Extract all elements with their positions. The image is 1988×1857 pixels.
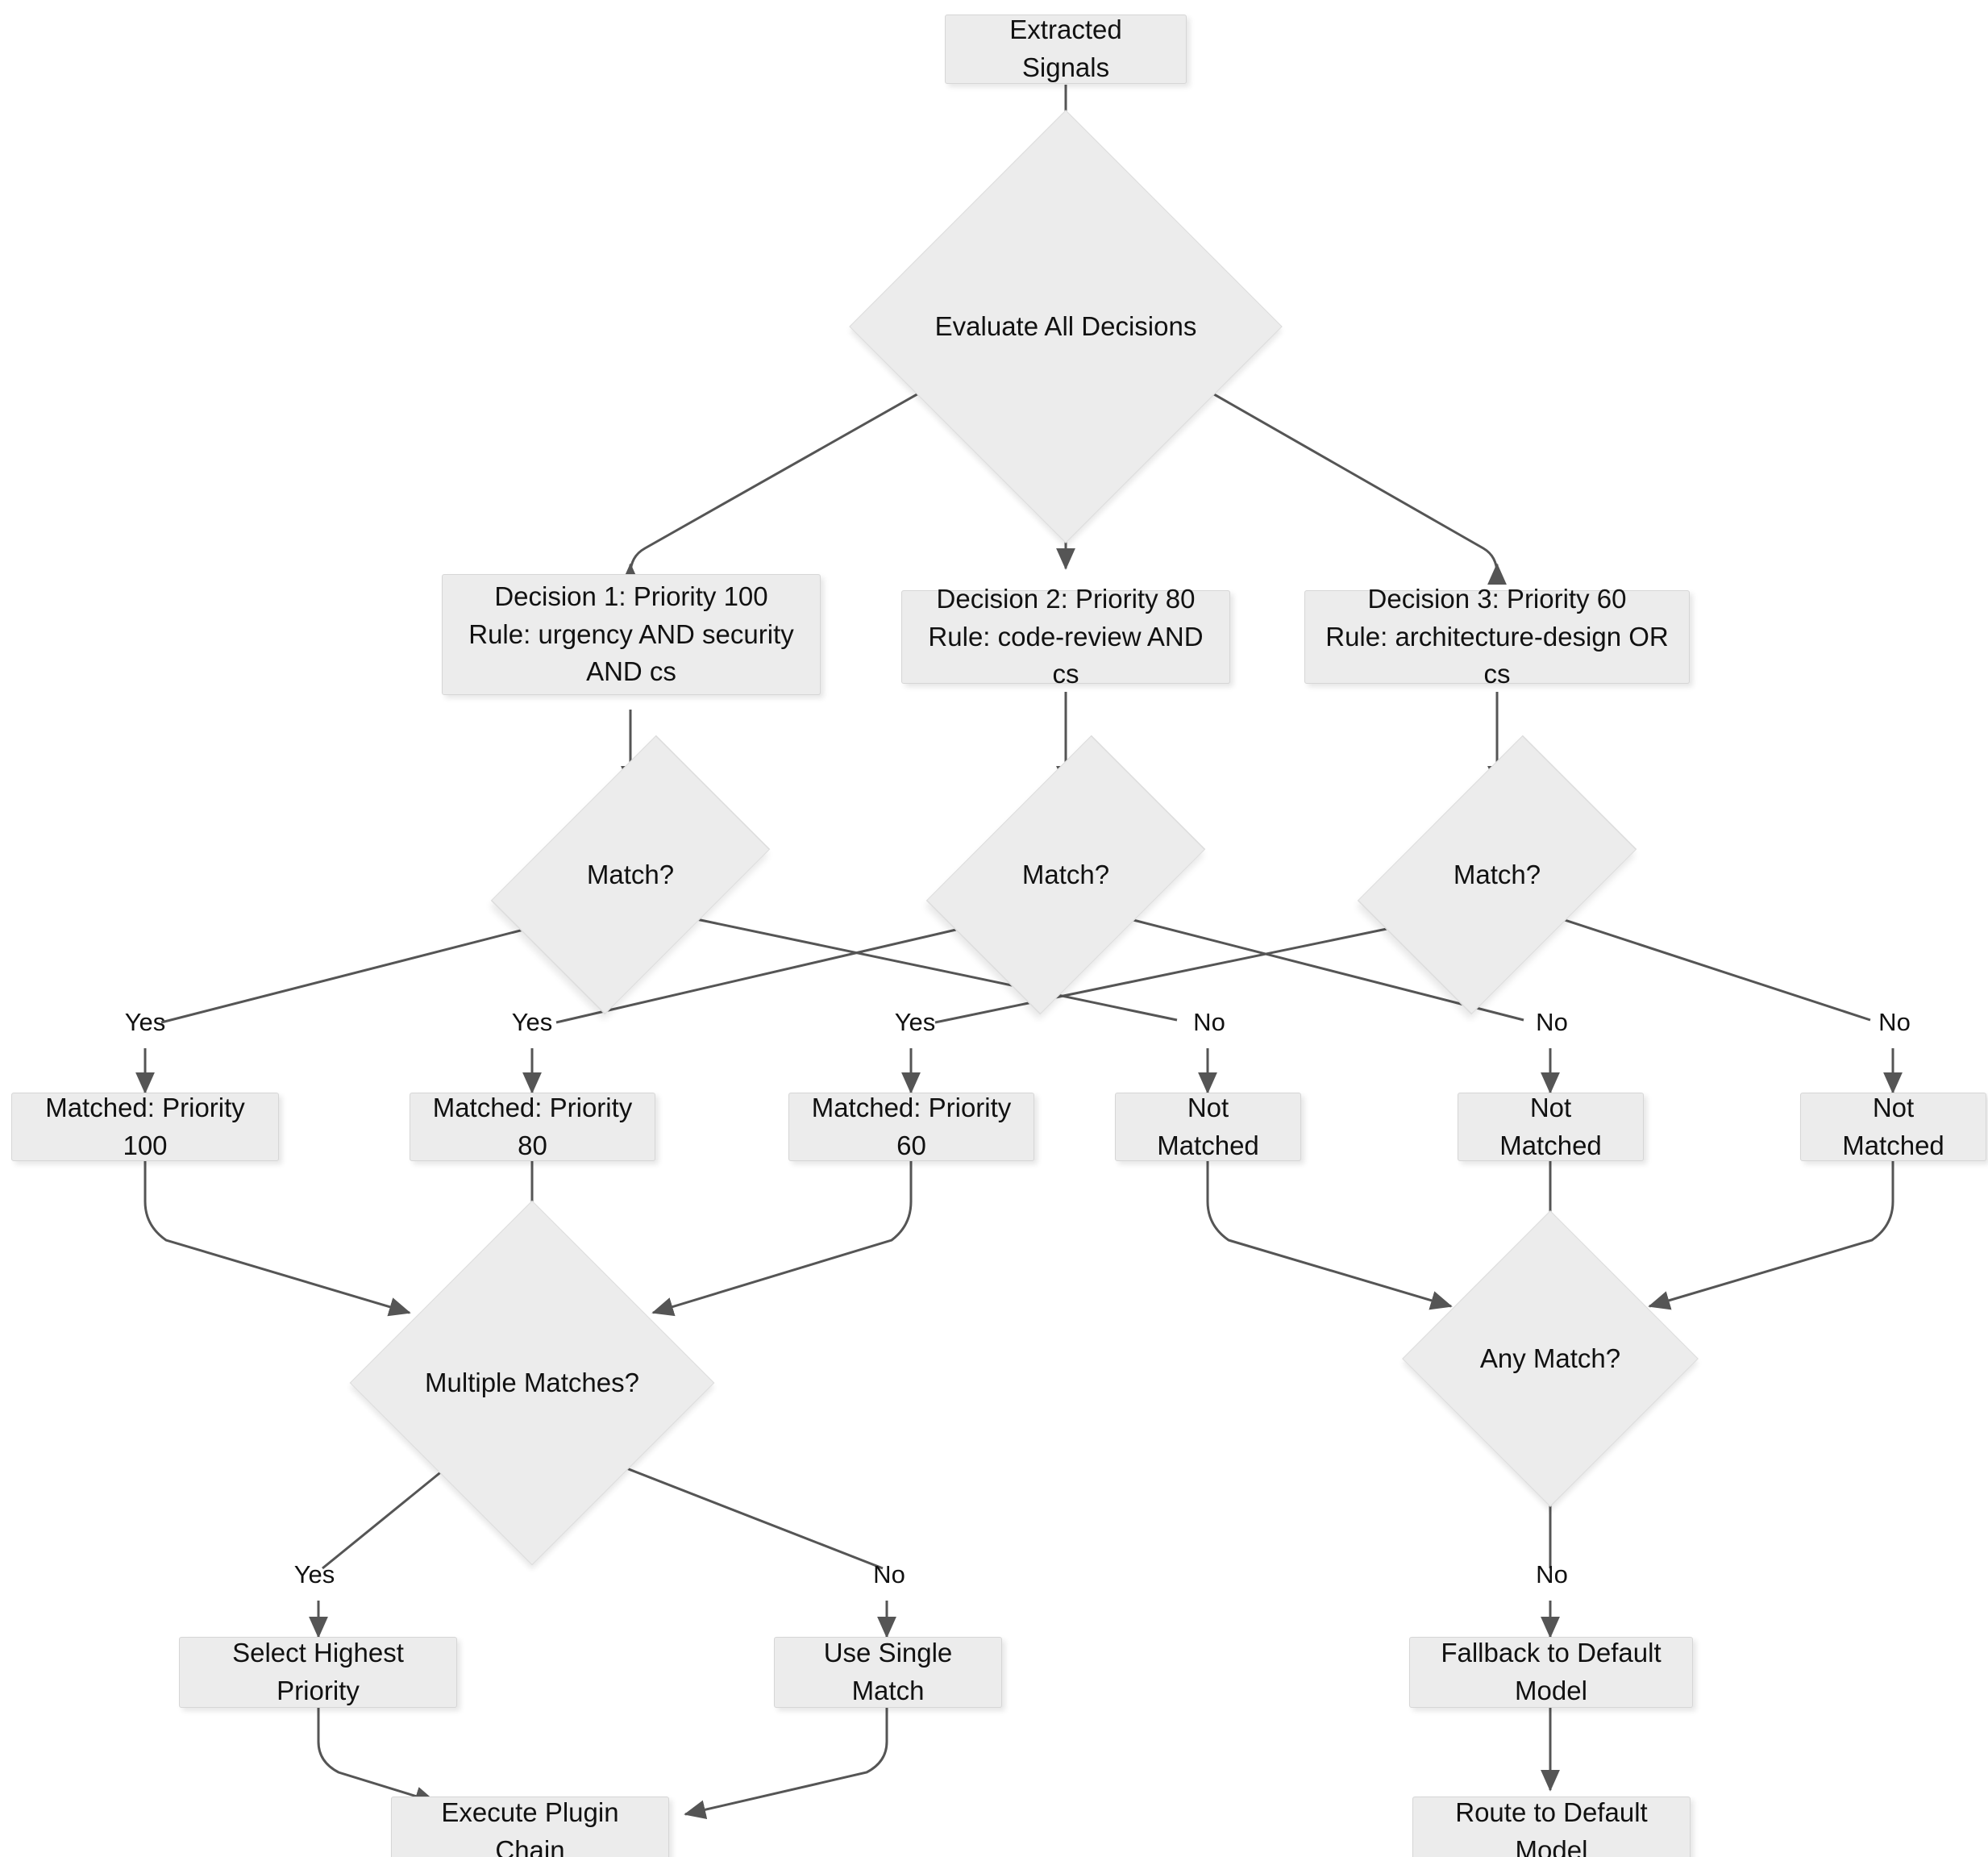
edge-matched100-to-multiple — [143, 1161, 411, 1317]
node-execute-plugin-chain-label: Execute Plugin Chain — [441, 1797, 619, 1857]
edge-usesingle-to-execute — [684, 1708, 888, 1820]
node-route-to-default-model-label: Route to Default Model — [1455, 1797, 1648, 1857]
node-not-matched-3-label: Not Matched — [1842, 1092, 1944, 1160]
edge-label-multiple-no: No — [873, 1560, 905, 1588]
node-select-highest-priority-label: Select Highest Priority — [232, 1638, 404, 1705]
edge-label-anymatch-no: No — [1536, 1560, 1568, 1588]
node-matched-priority-80[interactable]: Matched: Priority 80 — [410, 1093, 655, 1161]
node-decision-3[interactable]: Decision 3: Priority 60 Rule: architectu… — [1304, 584, 1690, 689]
node-route-to-default-model[interactable]: Route to Default Model — [1412, 1797, 1691, 1857]
edge-notmatched1-to-any — [1206, 1161, 1453, 1310]
node-decision-2-line2: Rule: code-review AND cs — [928, 621, 1204, 689]
node-not-matched-3[interactable]: Not Matched — [1800, 1093, 1986, 1161]
edge-match3-no — [1562, 918, 1871, 1022]
edge-evaluate-to-decision3 — [1179, 373, 1507, 585]
node-not-matched-1-label: Not Matched — [1157, 1092, 1259, 1160]
node-not-matched-1[interactable]: Not Matched — [1115, 1093, 1301, 1161]
edge-select-to-execute — [317, 1708, 437, 1806]
node-multiple-matches[interactable]: Multiple Matches? — [349, 1200, 715, 1566]
node-not-matched-2[interactable]: Not Matched — [1458, 1093, 1644, 1161]
edge-label-multiple-yes: Yes — [293, 1560, 335, 1588]
edge-matched60-to-multiple — [651, 1161, 913, 1317]
node-extracted-signals[interactable]: Extracted Signals — [945, 15, 1187, 84]
node-decision-3-line1: Decision 3: Priority 60 — [1367, 583, 1627, 614]
node-not-matched-2-label: Not Matched — [1499, 1092, 1602, 1160]
node-decision-3-line2: Rule: architecture-design OR cs — [1325, 621, 1669, 689]
edge-label-match2-no: No — [1536, 1008, 1568, 1036]
node-decision-1[interactable]: Decision 1: Priority 100 Rule: urgency A… — [442, 574, 821, 695]
node-evaluate-all-decisions[interactable]: Evaluate All Decisions — [849, 110, 1283, 543]
node-decision-2-line1: Decision 2: Priority 80 — [936, 583, 1196, 614]
edge-label-match3-no: No — [1878, 1008, 1911, 1036]
node-match-3-label: Match? — [1453, 860, 1541, 889]
node-multiple-matches-label: Multiple Matches? — [425, 1368, 639, 1397]
edge-label-match2-yes: Yes — [511, 1008, 553, 1036]
node-execute-plugin-chain[interactable]: Execute Plugin Chain — [391, 1797, 669, 1857]
node-match-3[interactable]: Match? — [1357, 735, 1637, 1015]
node-decision-1-line3: AND cs — [586, 656, 676, 687]
node-matched-priority-100-label: Matched: Priority 100 — [45, 1092, 245, 1160]
node-any-match-label: Any Match? — [1479, 1343, 1621, 1373]
node-decision-1-line1: Decision 1: Priority 100 — [494, 581, 768, 611]
node-any-match[interactable]: Any Match? — [1402, 1210, 1699, 1507]
node-match-2[interactable]: Match? — [925, 735, 1206, 1015]
edge-label-match3-yes: Yes — [894, 1008, 936, 1036]
edge-evaluate-to-decision1 — [621, 373, 952, 585]
node-matched-priority-60[interactable]: Matched: Priority 60 — [788, 1093, 1034, 1161]
node-decision-2[interactable]: Decision 2: Priority 80 Rule: code-revie… — [901, 584, 1230, 689]
node-decision-1-line2: Rule: urgency AND security — [468, 618, 794, 649]
edge-notmatched3-to-any — [1648, 1161, 1894, 1310]
edge-label-match1-yes: Yes — [124, 1008, 166, 1036]
node-select-highest-priority[interactable]: Select Highest Priority — [179, 1637, 457, 1708]
node-match-2-label: Match? — [1021, 860, 1110, 889]
node-match-1-label: Match? — [586, 860, 675, 889]
node-use-single-match-label: Use Single Match — [823, 1638, 953, 1705]
node-matched-priority-100[interactable]: Matched: Priority 100 — [11, 1093, 279, 1161]
node-evaluate-all-decisions-label: Evaluate All Decisions — [934, 311, 1197, 341]
edge-match1-yes — [160, 918, 565, 1024]
node-fallback-to-default-model-label: Fallback to Default Model — [1441, 1638, 1662, 1705]
node-extracted-signals-label: Extracted Signals — [1009, 15, 1122, 82]
node-use-single-match[interactable]: Use Single Match — [774, 1637, 1002, 1708]
node-match-1[interactable]: Match? — [490, 735, 771, 1015]
edge-label-match1-no: No — [1193, 1008, 1225, 1036]
node-matched-priority-60-label: Matched: Priority 60 — [811, 1092, 1012, 1160]
node-matched-priority-80-label: Matched: Priority 80 — [432, 1092, 633, 1160]
node-fallback-to-default-model[interactable]: Fallback to Default Model — [1409, 1637, 1693, 1708]
